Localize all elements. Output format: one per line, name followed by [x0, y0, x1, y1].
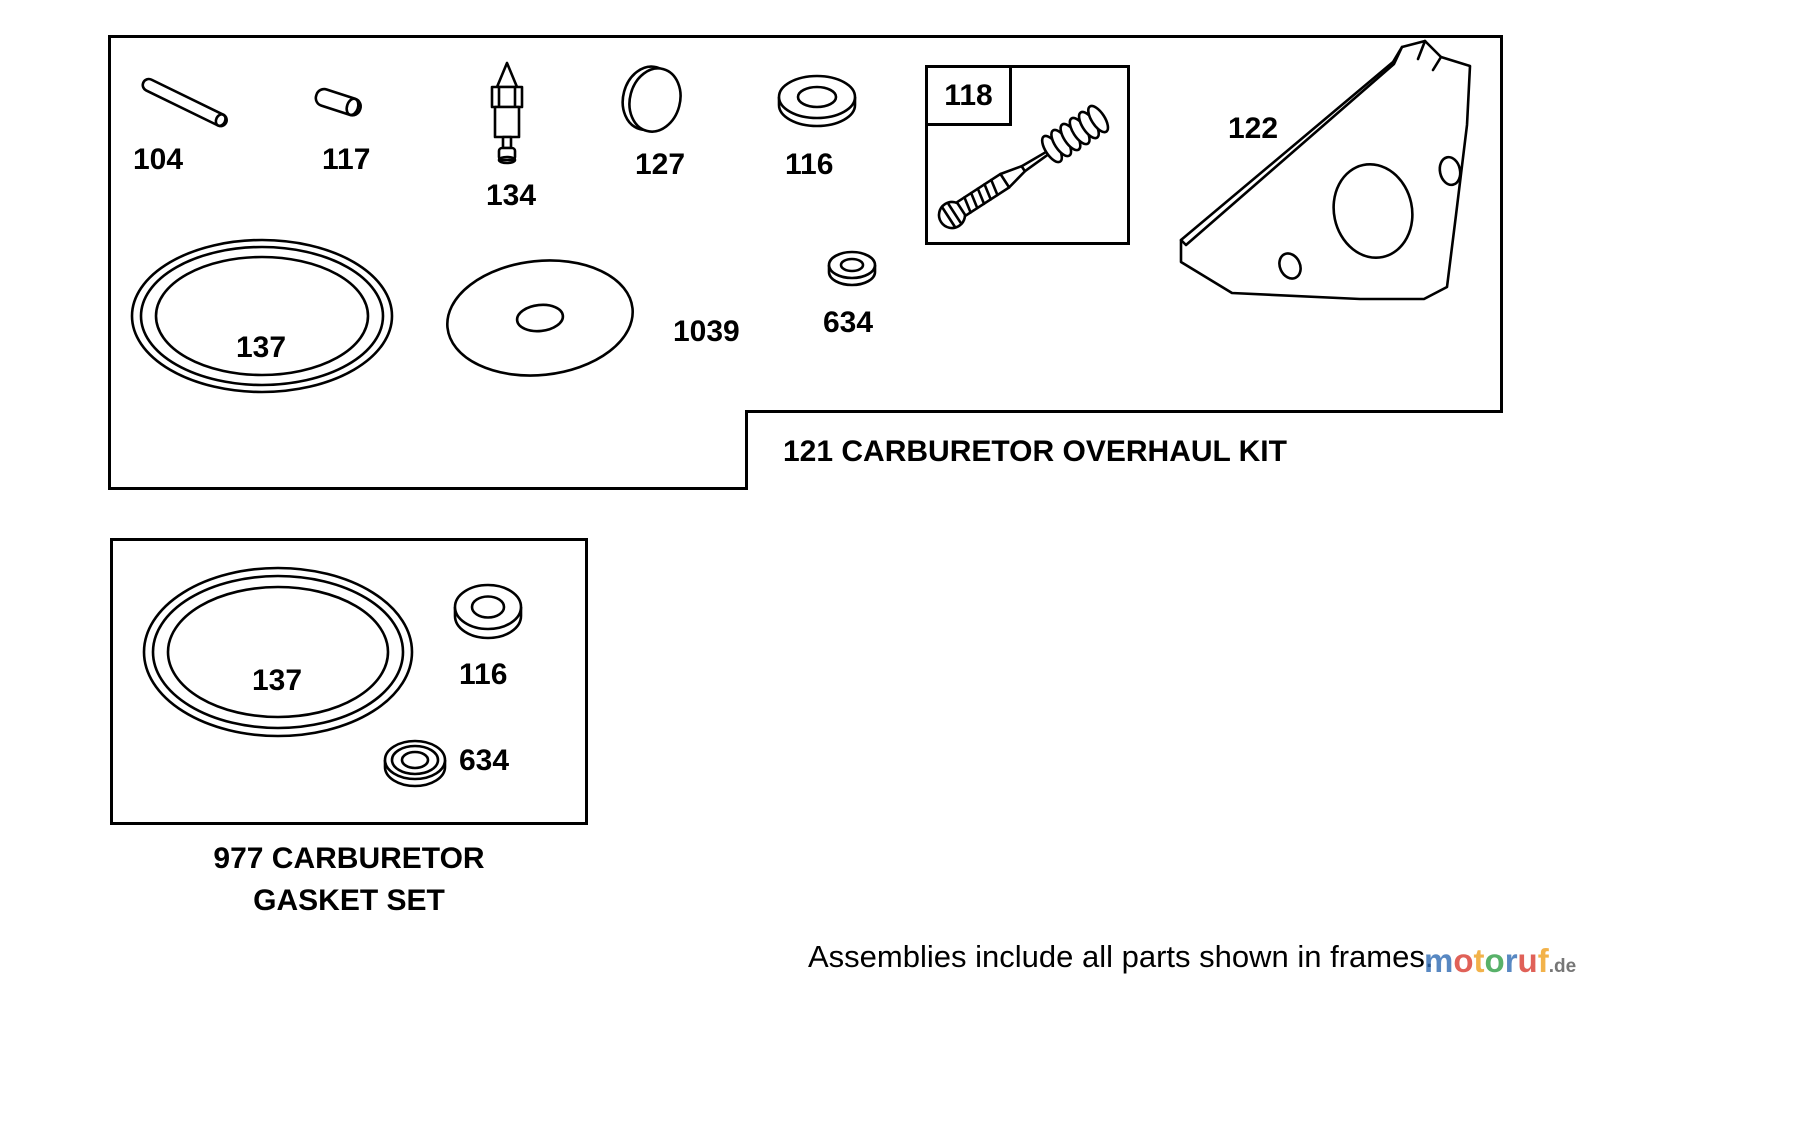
- part-117-drawing: [314, 87, 362, 117]
- part-116-top-drawing: [777, 74, 857, 128]
- part-122-drawing: [1179, 39, 1472, 301]
- part-122-label: 122: [1228, 112, 1279, 145]
- gasket-set-title-line1: 977 CARBURETOR: [213, 842, 485, 875]
- footer-note: Assemblies include all parts shown in fr…: [808, 939, 1434, 974]
- part-116-bottom-drawing: [453, 583, 523, 640]
- part-127-drawing: [621, 65, 682, 133]
- part-104-drawing: [141, 77, 228, 128]
- overhaul-kit-title: 121 CARBURETOR OVERHAUL KIT: [783, 434, 1287, 468]
- watermark-letter: m: [1424, 942, 1454, 979]
- watermark-letter: u: [1517, 942, 1538, 979]
- watermark-letter: o: [1484, 942, 1505, 979]
- watermark-letter: f: [1537, 942, 1549, 979]
- part-137-top-label: 137: [236, 331, 287, 364]
- part-634-bottom-label: 634: [459, 744, 510, 777]
- part-134-label: 134: [486, 179, 537, 212]
- part-137-top-drawing: [130, 238, 394, 394]
- watermark-suffix: .de: [1548, 956, 1577, 977]
- part-117-label: 117: [322, 143, 371, 176]
- part-634-bottom-drawing: [383, 739, 447, 788]
- part-118-spring-drawing: [1040, 104, 1110, 164]
- part-127-label: 127: [635, 148, 686, 181]
- part-104-label: 104: [133, 143, 184, 176]
- part-137-bottom-drawing: [142, 566, 414, 738]
- part-134-drawing: [490, 61, 524, 165]
- overhaul-kit-title-box: 121 CARBURETOR OVERHAUL KIT: [745, 410, 1503, 490]
- part-118-label: 118: [944, 78, 993, 112]
- part-1039-label: 1039: [673, 315, 740, 348]
- part-116-top-label: 116: [785, 148, 834, 181]
- watermark-letter: t: [1473, 942, 1485, 979]
- watermark-letter: o: [1453, 942, 1474, 979]
- part-118-screw-drawing: [937, 104, 1110, 230]
- gasket-set-title-line2: GASKET SET: [253, 884, 445, 917]
- part-116-bottom-label: 116: [459, 658, 508, 691]
- inset-118-label-box: 118: [928, 68, 1012, 126]
- watermark: motoruf.de: [1424, 942, 1576, 980]
- part-634-top-drawing: [827, 250, 877, 287]
- watermark-letter: r: [1504, 942, 1518, 979]
- inset-118-box: 118: [925, 65, 1130, 245]
- part-137-bottom-label: 137: [252, 664, 303, 697]
- part-634-top-label: 634: [823, 306, 874, 339]
- part-1039-drawing: [446, 259, 634, 377]
- gasket-set-title-box: 977 CARBURETOR GASKET SET: [110, 822, 588, 935]
